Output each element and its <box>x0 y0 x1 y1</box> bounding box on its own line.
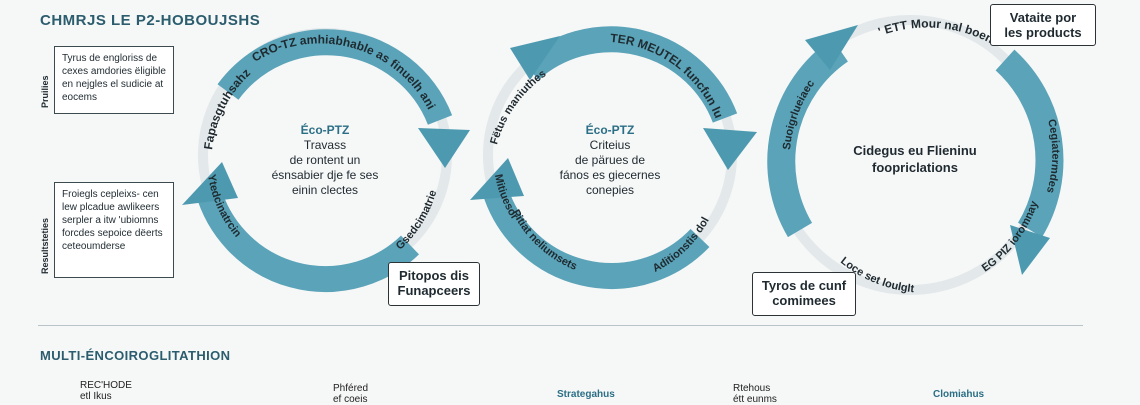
section-2-column: Phféred ef coeis <box>333 383 453 405</box>
section-2-column-head: Strategahus <box>557 389 615 400</box>
cycle-3-center: Cidegus eu Flieninu foopriclations <box>830 142 1000 176</box>
cycle-1-arc-top <box>217 29 453 125</box>
cycle-diagram: CRO-TZ amhiabhable as finuelh ani Fapasg… <box>182 15 1064 295</box>
left-box-1: Pruilies Tyrus de engloriss de cexes amd… <box>38 46 174 114</box>
callout-valaite: Vataite por les products <box>990 4 1096 46</box>
cycle-2-center: Éco-PTZ Criteius de pärues de fános es g… <box>540 123 680 198</box>
cycle-2-arrowhead-right <box>703 128 757 170</box>
cycle-1-center-head: Éco-PTZ <box>300 123 350 137</box>
cycle-3-arrowhead-top <box>805 25 858 70</box>
section-2-column: Rtehous étt eunms <box>733 383 853 405</box>
cycle-1-arrowhead-left <box>182 162 238 205</box>
cycle-3-arrowhead-bottom <box>1010 225 1050 275</box>
cycle-2-center-line: conepies <box>585 183 635 197</box>
section-2-column: REC'HODE etl Ikus <box>80 380 200 402</box>
cycle-2-arc-top <box>521 26 738 123</box>
cycle-1-arc-top-label: CRO-TZ amhiabhable as finuelh ani <box>249 32 438 111</box>
callout-tyros: Tyros de cunf comimees <box>752 272 856 316</box>
cycle-1-center: Éco-PTZ Travass de rontent un ésnsabier … <box>255 123 395 198</box>
cycle-2-center-head: Éco-PTZ <box>585 123 635 137</box>
cycle-3-arc-right-label: Cegiatermdes <box>1044 118 1061 194</box>
callout-pitopos: Pitopos dis Funapceers <box>388 262 480 306</box>
section-2-column-line: Rtehous <box>733 383 771 394</box>
cycle-1-arrowhead-right <box>418 128 470 168</box>
cycle-3-center-line: foopriclations <box>872 160 958 175</box>
cycle-2-arc-bottom <box>482 185 710 289</box>
cycle-1-center-line: de rontent un <box>289 153 361 167</box>
cycle-2-center-line: de pärues de <box>574 153 646 167</box>
cycle-2-center-line: Criteius <box>589 138 631 152</box>
section-2-title: MULTI-ÉNCOIROGLITATHION <box>40 348 231 363</box>
cycle-1-arc-bottom <box>195 186 419 292</box>
cycle-2-center-line: fános es giecernes <box>559 168 661 182</box>
section-divider <box>38 325 1083 326</box>
cycle-1-center-line: einin clectes <box>291 183 359 197</box>
left-box-1-text: Tyrus de engloriss de cexes amdories ëli… <box>54 46 174 114</box>
cycle-1-center-line: ésnsabier dje fe ses <box>271 168 379 182</box>
section-2-column-line: REC'HODE <box>80 380 132 391</box>
cycle-3-arc-right <box>995 49 1064 238</box>
section-2-column-line: etl Ikus <box>80 391 112 402</box>
cycle-3-center-line: Cidegus eu Flieninu <box>853 143 977 158</box>
section-2-column-line: Phféred <box>333 383 369 394</box>
cycle-2-arrowhead-left <box>470 158 524 200</box>
page-title: CHMRJS LE P2-HOBOUJSHS <box>40 12 261 29</box>
left-box-2: Resultsteties Froiegls cepleixs- cen lew… <box>38 182 174 278</box>
left-box-2-text: Froiegls cepleixs- cen lew plcadue awlik… <box>54 182 174 278</box>
cycle-3-arc-left <box>767 38 849 238</box>
section-2-column-head: Clomiahus <box>933 389 985 400</box>
cycle-1-center-line: Travass <box>303 138 347 152</box>
cycle-2-arrowhead-top <box>510 36 560 80</box>
